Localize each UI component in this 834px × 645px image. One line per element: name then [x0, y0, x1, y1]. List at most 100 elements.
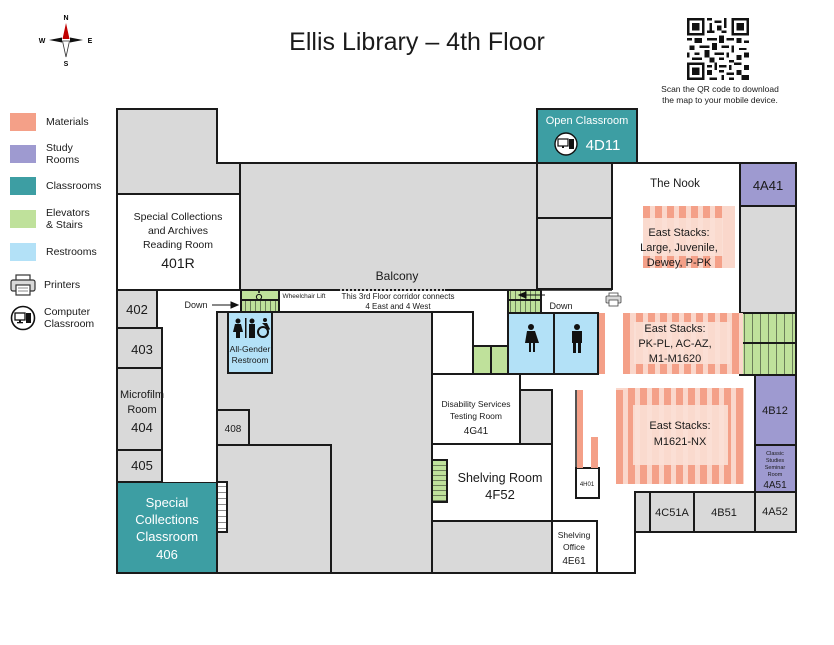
stairs-east-1: [739, 312, 797, 344]
mens-restroom-icon: [572, 324, 582, 353]
room-number-401r: 401R: [161, 255, 194, 271]
east-stacks-3-label: M1621-NX: [654, 436, 707, 448]
all-gender-label: All-Gender: [230, 344, 271, 354]
svg-text:E: E: [88, 38, 93, 45]
elevator-1: [472, 345, 492, 375]
legend-label: Restrooms: [46, 246, 97, 258]
compass-rose-icon: N S W E: [39, 15, 93, 68]
mens-restroom: [553, 312, 599, 375]
legend-label: Materials: [46, 116, 89, 128]
wheelchair-icon: [255, 291, 263, 301]
all-gender-label: Restroom: [232, 355, 269, 365]
legend-item-classrooms: Classrooms: [10, 177, 101, 195]
down-label-east: Down: [549, 301, 572, 311]
classic-studies-label: Studies: [766, 458, 785, 464]
room-number-4b51: 4B51: [711, 507, 737, 519]
stacks-1: [643, 206, 735, 268]
room-number-4h01: 4H01: [580, 482, 595, 488]
room-4a52: [754, 491, 797, 533]
room-number-406: 406: [156, 547, 178, 562]
room-number-408: 408: [225, 424, 242, 435]
materials-swatch: [10, 113, 36, 131]
legend-label: Classrooms: [46, 180, 102, 192]
room-4d11: [536, 108, 638, 164]
stairs-east-corridor-2: [507, 299, 542, 314]
qr-code[interactable]: [687, 18, 749, 80]
east-stacks-2-label: M1-M1620: [649, 353, 702, 365]
room-gray-northwest: [116, 108, 241, 195]
sc-classroom-label: Classroom: [136, 529, 198, 544]
svg-text:N: N: [63, 15, 68, 22]
qr-caption-line-2: the map to your mobile device.: [662, 95, 778, 105]
balcony-label: Balcony: [376, 269, 419, 283]
womens-restroom-icon: [525, 324, 539, 352]
stacks-2: [599, 313, 743, 374]
room-number-4g41: 4G41: [464, 426, 489, 437]
corridor-note: This 3rd Floor corridor connects: [342, 292, 455, 301]
room-number-4a52: 4A52: [762, 506, 788, 518]
all-gender-restroom-icon: [233, 318, 270, 338]
stairs-east-2: [739, 342, 797, 376]
room-number-4b12: 4B12: [762, 405, 788, 417]
room-number-402: 402: [126, 302, 148, 317]
microfilm-label: Room: [127, 404, 156, 416]
east-stacks-3-label: East Stacks:: [649, 420, 710, 432]
svg-text:S: S: [64, 61, 69, 68]
shelving-office-label: Shelving: [558, 530, 591, 540]
printer-icon: [10, 273, 36, 297]
page-title: Ellis Library – 4th Floor: [289, 28, 545, 56]
stairs-southwest: [216, 481, 228, 533]
classic-studies-label: Seminar: [765, 465, 786, 471]
reading-room-label: Special Collections: [134, 211, 223, 223]
east-stacks-2-label: PK-PL, AC-AZ,: [638, 338, 711, 350]
qr-caption: Scan the QR code to download the map to …: [640, 84, 800, 106]
room-4h01: [575, 467, 600, 499]
printer-icon[interactable]: [605, 292, 622, 307]
legend-label: Rooms: [46, 154, 80, 166]
legend-label: & Stairs: [46, 219, 83, 231]
sc-classroom-label: Special: [146, 495, 189, 510]
open-classroom-label: Open Classroom: [546, 115, 629, 127]
reading-room-label: and Archives: [148, 225, 208, 237]
legend-label: Classroom: [44, 318, 95, 330]
stairs-west: [240, 299, 280, 313]
room-number-403: 403: [131, 342, 153, 357]
room-401r: [116, 193, 241, 291]
room-4b12: [754, 374, 797, 446]
legend-label: Study: [46, 142, 73, 154]
east-stacks-1-label: Large, Juvenile,: [640, 242, 718, 254]
wheelchair-lift-label: Wheelchair Lift: [283, 293, 326, 300]
room-406: [116, 481, 218, 574]
legend-item-restrooms: Restrooms: [10, 243, 97, 261]
study-rooms-swatch: [10, 145, 36, 163]
reading-room-label: Reading Room: [143, 239, 213, 251]
room-number-405: 405: [131, 458, 153, 473]
legend-label: Elevators: [46, 207, 90, 219]
room-408: [216, 409, 250, 446]
legend-item-printers: Printers: [10, 273, 80, 297]
room-number-4d11: 4D11: [586, 137, 621, 154]
svg-text:W: W: [39, 38, 46, 45]
sc-classroom-label: Collections: [135, 512, 199, 527]
computer-classroom-icon: [554, 132, 578, 156]
restrooms-swatch: [10, 243, 36, 261]
shelving-office-label: Office: [563, 542, 585, 552]
room-4e61: [551, 520, 598, 574]
east-stacks-1-label: Dewey, P-PK: [647, 257, 712, 269]
legend-label: Computer: [44, 306, 91, 318]
room-number-4a51: 4A51: [763, 480, 787, 491]
elevators-stairs-swatch: [10, 210, 36, 228]
room-number-4c51a: 4C51A: [655, 507, 689, 519]
room-405: [116, 449, 163, 483]
classic-studies-label: Room: [768, 472, 783, 478]
room-number-4e61: 4E61: [562, 556, 586, 567]
disability-services-label: Testing Room: [450, 411, 502, 421]
room-number-4a41: 4A41: [753, 178, 783, 193]
classrooms-swatch: [10, 177, 36, 195]
qr-caption-line-1: Scan the QR code to download: [661, 84, 779, 94]
room-number-404: 404: [131, 420, 153, 435]
stairs-shelving-room: [431, 459, 448, 503]
east-stacks-2-label: East Stacks:: [644, 323, 705, 335]
